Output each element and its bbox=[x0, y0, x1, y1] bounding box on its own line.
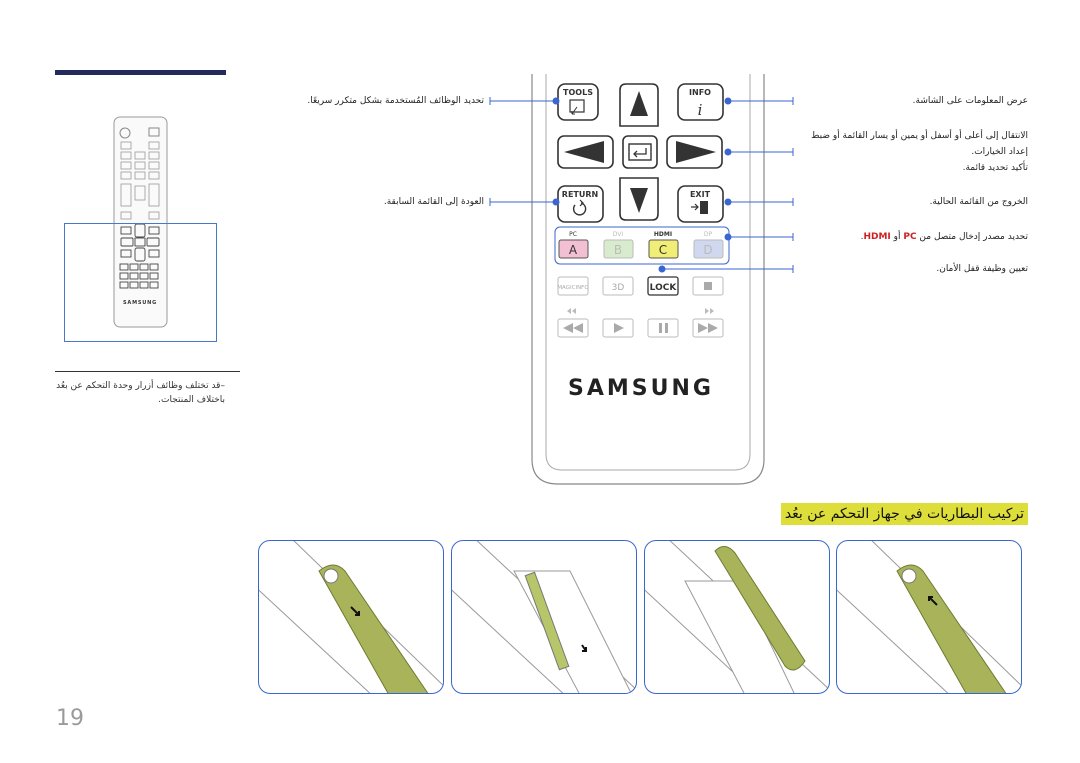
fast-forward-button[interactable] bbox=[692, 318, 724, 338]
header-accent-bar bbox=[55, 70, 226, 75]
svg-text:B: B bbox=[614, 243, 622, 257]
exit-label: EXIT bbox=[690, 190, 711, 199]
lock-button[interactable]: LOCK bbox=[647, 276, 679, 296]
source-callout-hdmi: HDMI bbox=[863, 232, 891, 242]
samsung-logo: SAMSUNG bbox=[568, 376, 714, 401]
tools-callout: تحديد الوظائف المُستخدمة بشكل متكرر سريع… bbox=[307, 96, 484, 106]
3d-button[interactable]: 3D bbox=[602, 276, 634, 296]
left-arrow-button[interactable] bbox=[557, 135, 614, 169]
battery-step-3 bbox=[451, 540, 637, 694]
remote-thumbnail: SAMSUNG bbox=[113, 116, 168, 328]
return-label: RETURN bbox=[562, 190, 598, 199]
rewind-button[interactable] bbox=[557, 318, 589, 338]
battery-step-1 bbox=[836, 540, 1022, 694]
source-dp-label: DP bbox=[704, 231, 713, 238]
a-button[interactable]: A bbox=[558, 239, 589, 259]
stop-button[interactable] bbox=[692, 276, 724, 296]
info-button[interactable]: INFO i bbox=[677, 83, 724, 121]
highlight-frame bbox=[64, 223, 217, 342]
thumb-brand: SAMSUNG bbox=[123, 300, 157, 306]
b-button[interactable]: B bbox=[603, 239, 634, 259]
source-pc-label: PC bbox=[569, 231, 577, 238]
source-callout-end: . bbox=[860, 232, 864, 242]
skip-indicators bbox=[566, 308, 715, 314]
battery-step-4 bbox=[258, 540, 444, 694]
remote-control-diagram: TOOLS INFO i RETURN EXIT bbox=[531, 74, 765, 485]
nav-callout-line3: تأكيد تحديد قائمة. bbox=[962, 163, 1028, 173]
remote-note: –قد تختلف وظائف أزرار وحدة التحكم عن بعُ… bbox=[56, 381, 225, 405]
up-arrow-button[interactable] bbox=[619, 83, 659, 127]
return-callout: العودة إلى القائمة السابقة. bbox=[383, 197, 484, 207]
d-button[interactable]: D bbox=[693, 239, 724, 259]
svg-text:3D: 3D bbox=[612, 283, 625, 293]
info-callout: عرض المعلومات على الشاشة. bbox=[912, 96, 1028, 106]
svg-text:i: i bbox=[698, 101, 703, 119]
source-callout-or: أو bbox=[890, 232, 904, 242]
nav-callout-line2: إعداد الخيارات. bbox=[971, 147, 1028, 157]
source-dvi-label: DVI bbox=[613, 231, 624, 238]
nav-callout-line1: الانتقال إلى أعلى أو أسفل أو يمين أو يسا… bbox=[811, 131, 1028, 141]
note-divider bbox=[55, 371, 240, 372]
source-hdmi-label: HDMI bbox=[654, 231, 672, 238]
svg-text:D: D bbox=[703, 243, 712, 257]
magicinfo-button[interactable]: MAGICINFO bbox=[557, 276, 589, 296]
source-callout: تحديد مصدر إدخال متصل من PC أو HDMI. bbox=[861, 231, 1028, 243]
battery-step-2 bbox=[644, 540, 830, 694]
svg-text:C: C bbox=[659, 243, 667, 257]
exit-callout: الخروج من القائمة الحالية. bbox=[929, 197, 1028, 207]
svg-text:MAGICINFO: MAGICINFO bbox=[557, 285, 589, 291]
page-number: 19 bbox=[56, 706, 84, 731]
exit-button[interactable]: EXIT bbox=[677, 185, 724, 223]
tools-label: TOOLS bbox=[563, 88, 593, 97]
right-arrow-button[interactable] bbox=[666, 135, 723, 169]
lock-callout: تعيين وظيفة قفل الأمان. bbox=[936, 264, 1028, 274]
info-label: INFO bbox=[689, 88, 711, 97]
c-button[interactable]: C bbox=[648, 239, 679, 259]
down-arrow-button[interactable] bbox=[619, 177, 659, 221]
source-callout-pc: PC bbox=[903, 232, 917, 242]
svg-text:A: A bbox=[569, 243, 578, 257]
svg-text:LOCK: LOCK bbox=[650, 283, 678, 293]
pause-button[interactable] bbox=[647, 318, 679, 338]
enter-button[interactable] bbox=[622, 135, 658, 169]
source-buttons-frame bbox=[554, 226, 730, 265]
source-callout-prefix: تحديد مصدر إدخال متصل من bbox=[916, 232, 1028, 242]
battery-section-heading: تركيب البطاريات في جهاز التحكم عن بعُد bbox=[780, 503, 1028, 525]
play-button[interactable] bbox=[602, 318, 634, 338]
